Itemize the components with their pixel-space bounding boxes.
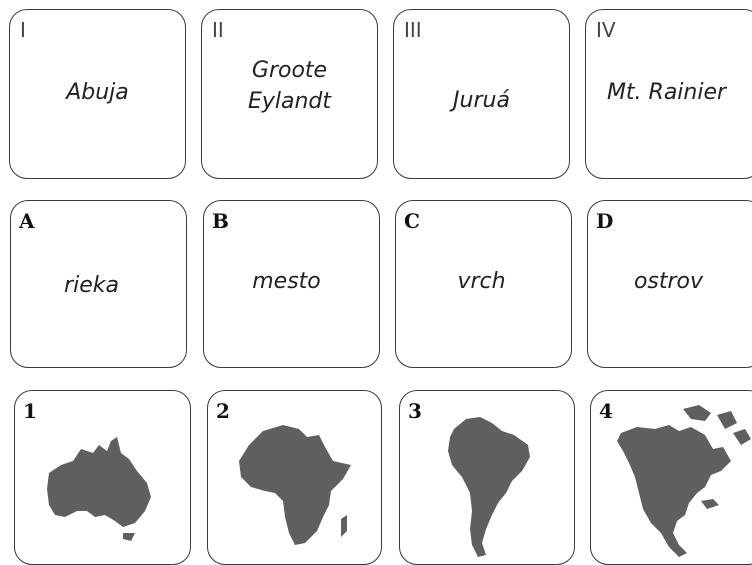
continent-card-3[interactable]: 3 bbox=[399, 390, 575, 565]
place-name: Groote Eylandt bbox=[247, 58, 332, 114]
place-card-number: I bbox=[20, 18, 26, 42]
australia-map-icon bbox=[47, 437, 151, 541]
place-card-number: IV bbox=[596, 18, 616, 42]
type-word: rieka bbox=[64, 273, 119, 298]
continent-card-number: 3 bbox=[408, 399, 422, 423]
place-name: Mt. Rainier bbox=[606, 80, 727, 105]
type-card-letter: D bbox=[596, 209, 614, 233]
continent-card-1[interactable]: 1 bbox=[14, 390, 191, 565]
type-card-a[interactable]: A rieka bbox=[10, 200, 187, 368]
place-card-4[interactable]: IV Mt. Rainier bbox=[585, 9, 752, 179]
type-card-b[interactable]: B mesto bbox=[203, 200, 380, 368]
type-card-letter: A bbox=[19, 209, 35, 233]
continent-card-number: 2 bbox=[216, 399, 230, 423]
type-word: vrch bbox=[457, 269, 506, 294]
south-america-map-icon bbox=[448, 417, 530, 557]
continent-card-number: 4 bbox=[599, 399, 613, 423]
place-name: Juruá bbox=[453, 88, 510, 113]
type-word: ostrov bbox=[633, 269, 704, 294]
type-card-c[interactable]: C vrch bbox=[395, 200, 572, 368]
place-card-number: III bbox=[404, 18, 422, 42]
type-card-letter: B bbox=[212, 209, 229, 233]
type-card-d[interactable]: D ostrov bbox=[587, 200, 752, 368]
place-card-2[interactable]: II Groote Eylandt bbox=[201, 9, 378, 179]
continent-card-2[interactable]: 2 bbox=[207, 390, 382, 565]
place-card-3[interactable]: III Juruá bbox=[393, 9, 570, 179]
place-card-1[interactable]: I Abuja bbox=[9, 9, 186, 179]
place-name: Abuja bbox=[66, 80, 129, 105]
north-america-map-icon bbox=[617, 405, 751, 557]
africa-map-icon bbox=[239, 425, 351, 545]
type-card-letter: C bbox=[404, 209, 420, 233]
continent-card-number: 1 bbox=[23, 399, 37, 423]
continent-card-4[interactable]: 4 bbox=[590, 390, 752, 565]
type-word: mesto bbox=[252, 269, 321, 294]
place-card-number: II bbox=[212, 18, 224, 42]
